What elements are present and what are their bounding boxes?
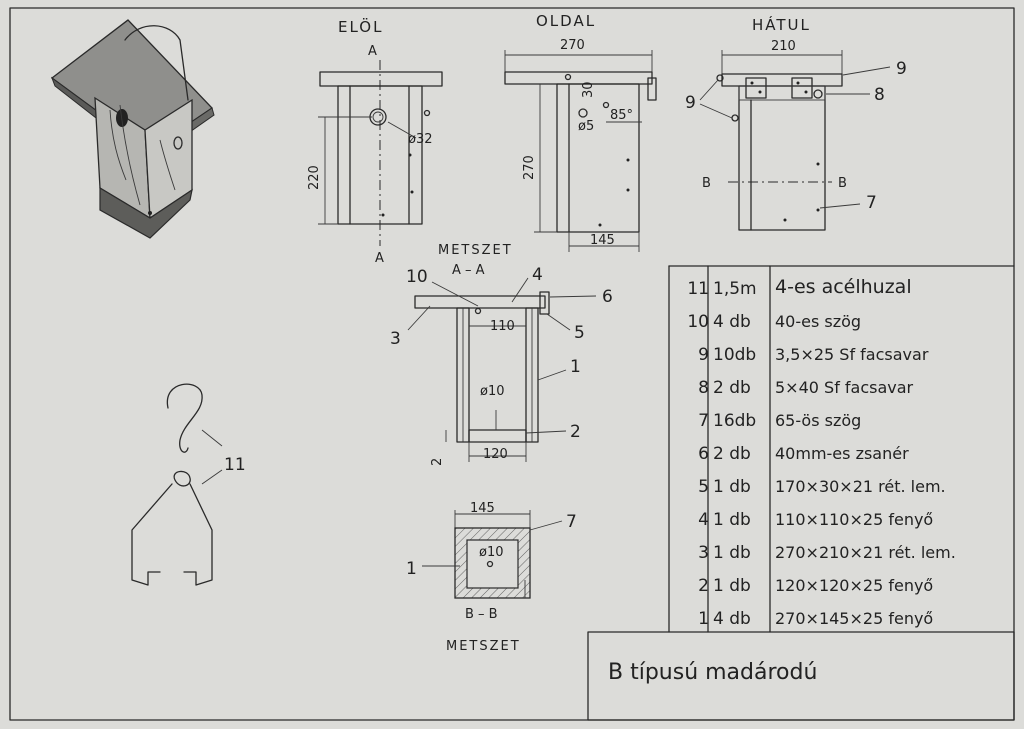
part-quantity: 1 db [713, 576, 751, 596]
section-aa-thickness-dim: 2 [430, 458, 445, 466]
part-description: 170×30×21 rét. lem. [775, 477, 946, 496]
section-aa-callout-1: 1 [570, 357, 581, 377]
part-description: 4-es acélhuzal [775, 276, 912, 298]
section-bb-title: METSZET [446, 639, 521, 654]
part-number: 5 [698, 477, 709, 497]
side-height-dim: 270 [522, 155, 537, 180]
part-quantity: 4 db [713, 609, 751, 629]
section-aa-callout-3: 3 [390, 329, 401, 349]
part-number: 8 [698, 378, 709, 398]
part-number: 11 [687, 279, 709, 299]
front-section-mark-top: A [368, 44, 377, 59]
section-aa-title: METSZET [438, 243, 513, 258]
back-section-mark-right: B [838, 176, 847, 191]
back-view: HÁTUL 210 9 8 9 B B 7 [685, 15, 907, 231]
side-bottom-dim: 145 [590, 233, 615, 248]
front-section-mark-bottom: A [375, 251, 384, 266]
part-number: 3 [698, 543, 709, 563]
front-hole-dim: ø32 [408, 132, 433, 147]
part-number: 2 [698, 576, 709, 596]
back-callout-8: 8 [874, 85, 885, 105]
hook-wire: 11 [131, 383, 246, 586]
side-screw-dim: ø5 [578, 119, 594, 134]
side-view: OLDAL 270 30 85° ø5 270 145 [504, 12, 657, 252]
part-quantity: 4 db [713, 312, 751, 332]
back-width-dim: 210 [771, 39, 796, 54]
section-aa-hole-dim: ø10 [480, 384, 505, 399]
part-quantity: 2 db [713, 444, 751, 464]
part-description: 5×40 Sf facsavar [775, 378, 914, 397]
back-view-title: HÁTUL [752, 15, 811, 34]
section-bb-width-dim: 145 [470, 501, 495, 516]
section-bb-mark: B – B [465, 607, 498, 622]
section-bb-hole-dim: ø10 [479, 545, 504, 560]
section-aa-callout-5: 5 [574, 323, 585, 343]
back-callout-7: 7 [866, 193, 877, 213]
part-number: 7 [698, 411, 709, 431]
side-view-title: OLDAL [536, 12, 596, 30]
part-quantity: 1 db [713, 510, 751, 530]
front-view-title: ELÖL [338, 17, 383, 36]
part-quantity: 2 db [713, 378, 751, 398]
bom-grid [668, 265, 1015, 633]
section-aa-callout-6: 6 [602, 287, 613, 307]
section-aa: METSZET A – A 110 ø10 120 2 10 4 6 3 5 1… [390, 243, 613, 466]
part-description: 40mm-es zsanér [775, 444, 909, 463]
part-number: 4 [698, 510, 709, 530]
part-description: 40-es szög [775, 312, 862, 331]
part-description: 110×110×25 fenyő [775, 510, 934, 529]
part-description: 65-ös szög [775, 411, 862, 430]
part-quantity: 1,5m [713, 279, 757, 299]
front-view: ELÖL A ø32 220 A [307, 17, 443, 266]
part-quantity: 1 db [713, 477, 751, 497]
section-bb-callout-7: 7 [566, 512, 577, 532]
part-quantity: 10db [713, 345, 757, 365]
part-description: 270×145×25 fenyő [775, 609, 934, 628]
sheet-border [9, 7, 1015, 721]
side-width-dim: 270 [560, 38, 585, 53]
part-description: 3,5×25 Sf facsavar [775, 345, 929, 364]
back-section-mark-left: B [702, 176, 711, 191]
front-height-dim: 220 [307, 165, 322, 190]
part-description: 120×120×25 fenyő [775, 576, 934, 595]
back-callout-9: 9 [896, 59, 907, 79]
part-number: 1 [698, 609, 709, 629]
side-angle-dim: 85° [610, 108, 633, 123]
section-aa-callout-10: 10 [406, 267, 428, 287]
back-callout-9b: 9 [685, 93, 696, 113]
section-aa-inner-dim: 110 [490, 319, 515, 334]
section-bb: 145 ø10 7 1 B – B METSZET [406, 501, 577, 654]
side-small-dim: 30 [581, 81, 596, 98]
drawing-title: B típusú madárodú [608, 660, 818, 685]
part-number: 6 [698, 444, 709, 464]
part-quantity: 16db [713, 411, 757, 431]
part-number: 10 [687, 312, 709, 332]
part-number: 9 [698, 345, 709, 365]
hook-callout-11: 11 [224, 455, 246, 475]
section-aa-bottom-dim: 120 [483, 447, 508, 462]
part-quantity: 1 db [713, 543, 751, 563]
section-aa-callout-2: 2 [570, 422, 581, 442]
section-bb-callout-1: 1 [406, 559, 417, 579]
title-block-frame [587, 631, 1015, 721]
title-block: B típusú madárodú [588, 632, 1014, 720]
birdhouse-sketch [50, 19, 215, 239]
part-description: 270×210×21 rét. lem. [775, 543, 956, 562]
section-aa-mark: A – A [452, 263, 485, 278]
section-aa-callout-4: 4 [532, 265, 543, 285]
